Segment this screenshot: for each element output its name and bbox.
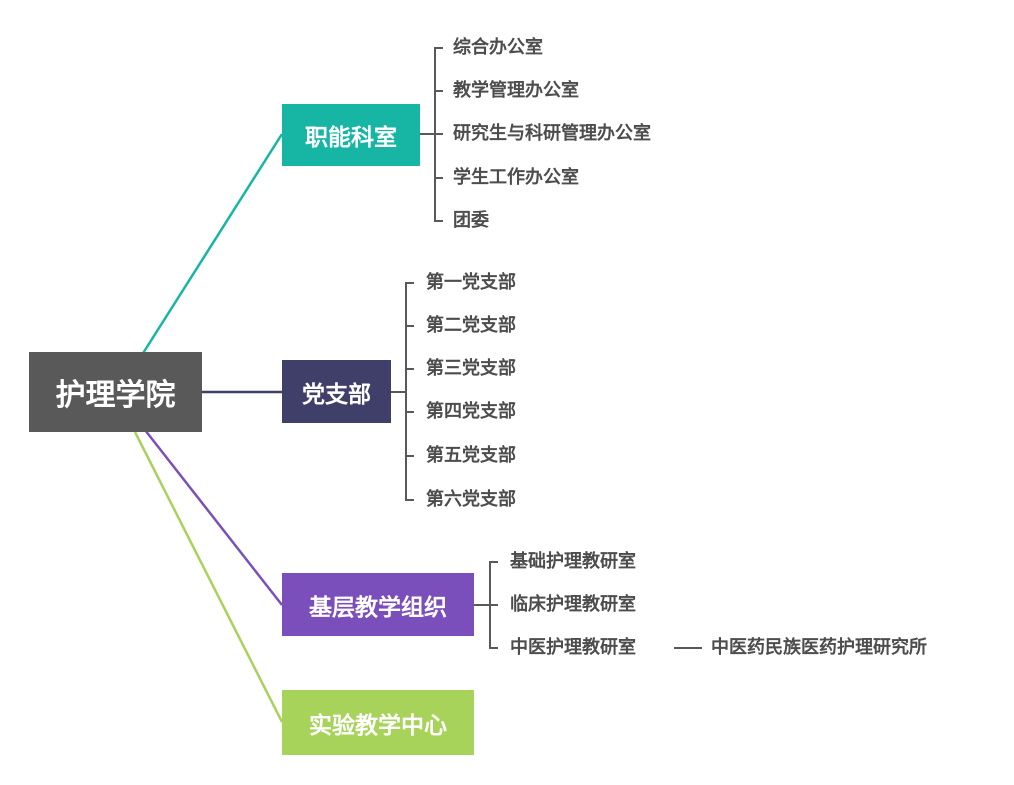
leaf-graduate-research-office: 研究生与科研管理办公室 — [453, 123, 651, 144]
leaf-party-branch-6: 第六党支部 — [426, 489, 516, 510]
leaf-clinical-nursing-dept: 临床护理教研室 — [510, 594, 636, 615]
leaf-party-branch-3: 第三党支部 — [426, 358, 516, 379]
leaf-party-branch-2: 第二党支部 — [426, 315, 516, 336]
connector-root-teaching-org — [144, 429, 283, 606]
branch-label: 职能科室 — [305, 125, 397, 151]
bracket-functional — [420, 47, 443, 222]
leaf-youth-league: 团委 — [453, 210, 489, 231]
branch-party-branches: 党支部 — [282, 360, 391, 423]
leaf-basic-nursing-dept: 基础护理教研室 — [510, 551, 636, 572]
branch-functional-departments: 职能科室 — [282, 104, 420, 166]
leaf-party-branch-1: 第一党支部 — [426, 272, 516, 293]
leaf-party-branch-4: 第四党支部 — [426, 401, 516, 422]
branch-label: 党支部 — [302, 381, 371, 408]
branch-label: 实验教学中心 — [309, 712, 447, 739]
leaf-student-affairs-office: 学生工作办公室 — [453, 167, 579, 188]
leaf-ethnic-medicine-nursing-institute: 中医药民族医药护理研究所 — [711, 637, 927, 658]
root-label: 护理学院 — [55, 378, 176, 413]
connector-root-functional — [138, 133, 284, 359]
root-node: 护理学院 — [29, 352, 202, 432]
bracket-party — [391, 282, 414, 501]
leaf-tcm-nursing-dept: 中医护理教研室 — [510, 637, 636, 658]
connector-root-lab-center — [133, 431, 284, 723]
leaf-party-branch-5: 第五党支部 — [426, 445, 516, 466]
bracket-teaching-org — [474, 561, 702, 649]
branch-lab-teaching-center: 实验教学中心 — [282, 690, 474, 755]
leaf-general-office: 综合办公室 — [453, 37, 543, 58]
branch-label: 基层教学组织 — [309, 594, 447, 621]
branch-teaching-organization: 基层教学组织 — [282, 573, 474, 636]
leaf-teaching-management-office: 教学管理办公室 — [453, 80, 579, 101]
